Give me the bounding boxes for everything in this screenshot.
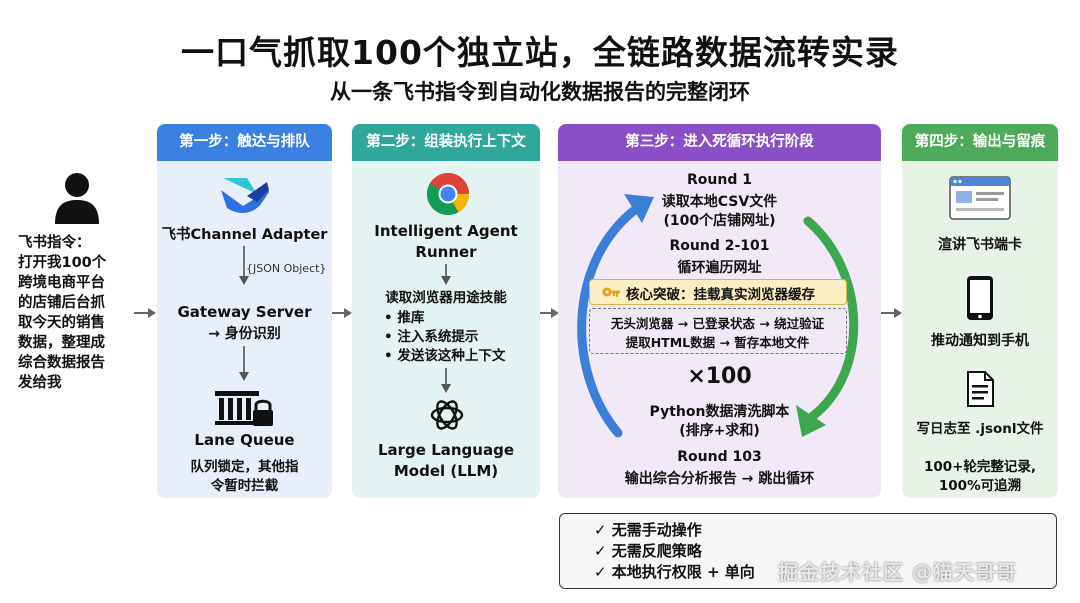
log-label: 写日志至 .jsonl文件 [916, 421, 1044, 437]
round1-line-1: 读取本地CSV文件 [661, 194, 778, 210]
benefit-3: ✓ 本地执行权限 + 单向 [594, 563, 755, 581]
skill-bullet-1: • 推库 [384, 310, 425, 326]
step2-panel: 第二步：组装执行上下文 Intelligent Agent Runner 读取浏… [352, 124, 540, 498]
page-subtitle: 从一条飞书指令到自动化数据报告的完整闭环 [330, 80, 750, 104]
round103-title: Round 103 [677, 449, 762, 465]
round1-line-2: (100个店铺网址) [663, 213, 776, 229]
arrow-skill-to-llm [441, 368, 451, 393]
user-line-2: 跨境电商平台 [18, 275, 105, 291]
step4-header: 第四步：输出与留痕 [902, 124, 1058, 161]
user-icon [55, 173, 99, 224]
chrome-icon [426, 172, 469, 216]
round1-title: Round 1 [687, 172, 752, 188]
step3-header: 第三步：进入死循环执行阶段 [558, 124, 881, 161]
adapter-label: 飞书Channel Adapter [161, 227, 328, 243]
runner-line-2: Runner [415, 243, 477, 261]
arrow-gateway-to-queue [239, 346, 249, 381]
runner-line-1: Intelligent Agent [374, 222, 518, 240]
gateway-label: Gateway Server [177, 303, 312, 321]
step1-panel: 第一步：触达与排队 飞书Channel Adapter {JSON Object… [157, 124, 332, 498]
breakthrough-box: 核心突破：挂载真实浏览器缓存 [589, 279, 847, 305]
loop-arrow-up [577, 204, 641, 438]
feishu-logo-icon [221, 178, 269, 213]
benefits-box: ✓ 无需手动操作 ✓ 无需反爬策略 ✓ 本地执行权限 + 单向 [559, 513, 1057, 589]
json-object-label: {JSON Object} [246, 262, 327, 275]
breakthrough-detail-box: 无头浏览器 → 已登录状态 → 绕过验证 提取HTML数据 → 暂存本地文件 [589, 308, 847, 354]
step1-header: 第一步：触达与排队 [157, 124, 332, 161]
queue-desc-2: 令暂时拦截 [210, 478, 279, 494]
user-line-7: 发给我 [18, 375, 62, 391]
gateway-sub-label: → 身份识别 [208, 326, 281, 342]
user-line-4: 取今天的销售 [18, 315, 105, 331]
user-instruction: 飞书指令： 打开我100个 跨境电商平台 的店铺后台抓 取今天的销售 数据，整理… [18, 172, 130, 393]
step1-body [157, 161, 332, 498]
benefit-2: ✓ 无需反爬策略 [594, 542, 702, 560]
user-line-1: 打开我100个 [18, 255, 107, 271]
page-title: 一口气抓取100个独立站，全链路数据流转实录 [181, 33, 899, 72]
detail-line-1: 无头浏览器 → 已登录状态 → 绕过验证 [610, 316, 825, 331]
watermark: 掘金技术社区 @猫天哥哥 [778, 560, 1017, 584]
document-icon [967, 371, 994, 407]
skill-bullet-2: • 注入系统提示 [384, 329, 479, 345]
arrow-step3-to-step4 [880, 308, 902, 318]
step3-body [558, 161, 881, 498]
round2-title: Round 2-101 [669, 238, 770, 254]
openai-icon [430, 400, 464, 430]
detail-line-2: 提取HTML数据 → 暂存本地文件 [625, 335, 810, 350]
breakthrough-label: 核心突破：挂载真实浏览器缓存 [626, 287, 815, 303]
queue-label: Lane Queue [194, 431, 295, 449]
queue-lock-icon [215, 391, 273, 426]
phone-icon [967, 276, 993, 320]
arrow-user-to-step1 [134, 308, 156, 318]
step2-body [352, 161, 540, 498]
step3-panel: 第三步：进入死循环执行阶段 Round 1 读取本地CSV文件 (100个店铺网… [558, 124, 881, 498]
push-label: 推动通知到手机 [931, 333, 1029, 349]
card-label: 渲讲飞书端卡 [938, 237, 1022, 253]
python-line-2: (排序+求和) [679, 423, 760, 439]
browser-card-icon [949, 176, 1011, 220]
round2-line-1: 循环遍历网址 [677, 260, 762, 276]
user-line-6: 综合数据报告 [18, 355, 105, 371]
record-line-1: 100+轮完整记录, [923, 459, 1037, 475]
step2-header: 第二步：组装执行上下文 [352, 124, 540, 161]
round103-line-1: 输出综合分析报告 → 跳出循环 [624, 471, 815, 487]
loop-arrows [577, 194, 859, 438]
loop-arrow-down [803, 216, 859, 421]
arrow-step2-to-step3 [539, 308, 559, 318]
benefit-1: ✓ 无需手动操作 [594, 521, 702, 539]
python-line-1: Python数据清洗脚本 [649, 404, 790, 420]
arrow-adapter-to-gateway [239, 246, 249, 285]
record-line-2: 100%可追溯 [938, 478, 1022, 494]
loop-multiplier: ×100 [687, 364, 752, 389]
key-icon [602, 287, 620, 297]
step4-panel: 第四步：输出与留痕 渲讲飞书端卡 推动通知到手机 写日志至 .jsonl文件 1… [902, 124, 1058, 498]
arrow-step1-to-step2 [332, 308, 352, 318]
user-label: 飞书指令： [18, 235, 91, 251]
queue-desc-1: 队列锁定，其他指 [190, 459, 299, 475]
skill-title: 读取浏览器用途技能 [385, 290, 507, 306]
skill-bullet-3: • 发送该这种上下文 [384, 348, 506, 364]
user-line-3: 的店铺后台抓 [18, 295, 105, 311]
arrow-runner-to-skill [441, 264, 451, 285]
llm-line-1: Large Language [377, 441, 515, 459]
user-line-5: 数据，整理成 [18, 335, 105, 351]
llm-line-2: Model (LLM) [393, 462, 499, 480]
